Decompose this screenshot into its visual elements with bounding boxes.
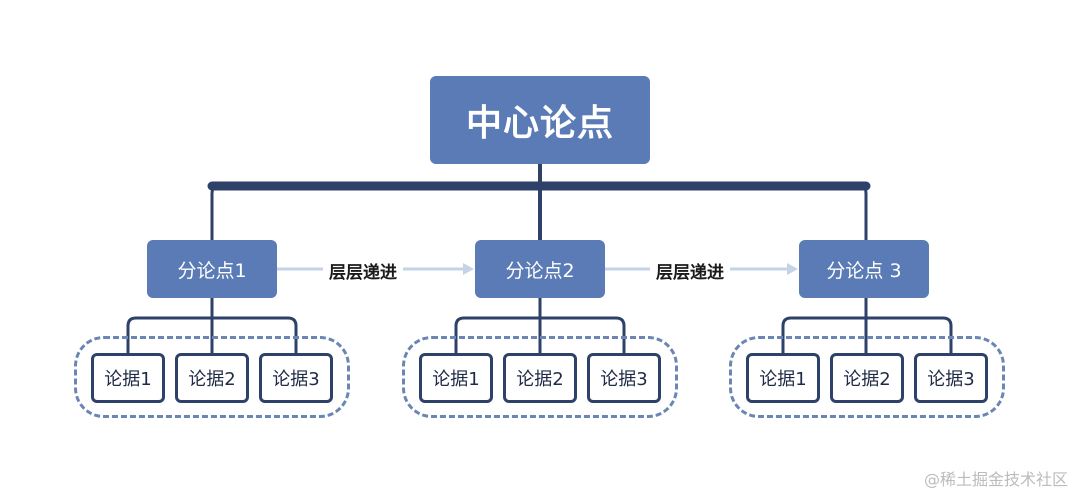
sub-claim-2-label: 分论点2 bbox=[505, 259, 575, 282]
sub-3-connector bbox=[781, 298, 953, 353]
evidence-1-3-box: 论据3 bbox=[259, 353, 333, 403]
central-claim-label: 中心论点 bbox=[465, 103, 614, 144]
evidence-group-3 bbox=[729, 336, 1005, 418]
evidence-2-1-label: 论据1 bbox=[432, 369, 480, 390]
sub-1-connector bbox=[126, 298, 298, 353]
sub-claim-1-label: 分论点1 bbox=[177, 259, 247, 282]
progression-label-2: 层层递进 bbox=[650, 258, 730, 283]
evidence-1-2-box: 论据2 bbox=[175, 353, 249, 403]
evidence-2-3-box: 论据3 bbox=[587, 353, 661, 403]
sub-claim-1-box: 分论点1 bbox=[147, 240, 277, 298]
sub-claim-2-box: 分论点2 bbox=[475, 240, 605, 298]
central-claim-box: 中心论点 bbox=[430, 76, 650, 164]
evidence-2-1-box: 论据1 bbox=[419, 353, 493, 403]
progression-label-1: 层层递进 bbox=[323, 258, 403, 283]
evidence-3-3-box: 论据3 bbox=[914, 353, 988, 403]
evidence-3-2-box: 论据2 bbox=[830, 353, 904, 403]
evidence-3-1-box: 论据1 bbox=[746, 353, 820, 403]
evidence-group-1 bbox=[74, 336, 350, 418]
evidence-3-3-label: 论据3 bbox=[927, 369, 975, 390]
evidence-1-1-label: 论据1 bbox=[104, 369, 152, 390]
evidence-1-3-label: 论据3 bbox=[272, 369, 320, 390]
evidence-2-2-label: 论据2 bbox=[516, 369, 564, 390]
sub-claim-3-label: 分论点 3 bbox=[826, 259, 902, 282]
evidence-group-2 bbox=[402, 336, 678, 418]
evidence-1-1-box: 论据1 bbox=[91, 353, 165, 403]
evidence-1-2-label: 论据2 bbox=[188, 369, 236, 390]
evidence-2-2-box: 论据2 bbox=[503, 353, 577, 403]
sub-2-connector bbox=[454, 298, 626, 353]
evidence-2-3-label: 论据3 bbox=[600, 369, 648, 390]
evidence-3-2-label: 论据2 bbox=[843, 369, 891, 390]
evidence-3-1-label: 论据1 bbox=[759, 369, 807, 390]
watermark: @稀土掘金技术社区 bbox=[923, 470, 1068, 489]
sub-claim-3-box: 分论点 3 bbox=[799, 240, 929, 298]
